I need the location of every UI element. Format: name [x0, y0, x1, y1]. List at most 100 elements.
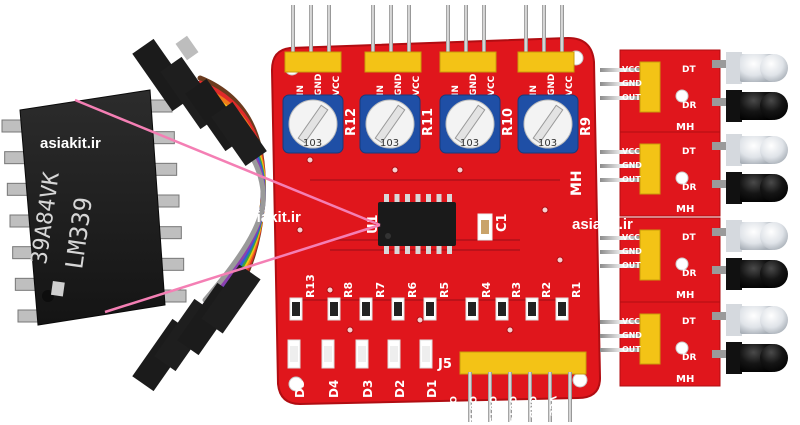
resistor-label: R13 [304, 274, 317, 298]
output-pin-label: VCC [547, 396, 557, 417]
sensor-pin-label: OUT [622, 93, 641, 102]
sensor-pcb [619, 131, 721, 217]
led-label: D5 [293, 380, 307, 398]
header-pin-label: VCC [412, 75, 422, 96]
sensor-pin-label: OUT [622, 175, 641, 184]
receiver-led-dome [760, 174, 788, 202]
sensor-pin [600, 96, 644, 100]
resistor-body [498, 302, 506, 316]
watermark-center: asiakit.ir [240, 209, 301, 226]
led-label: D2 [393, 380, 407, 398]
ic-pin [384, 244, 389, 254]
resistor-body [558, 302, 566, 316]
indicator-led-d3: D3 [355, 339, 375, 398]
pot-slot-icon [374, 104, 406, 144]
sensor-side-label: DT [682, 147, 696, 157]
sensor-pin-label: GND [622, 247, 642, 256]
resistor-r6: R6 [391, 282, 419, 321]
watermark-left: asiakit.ir [40, 135, 101, 152]
sensor-pin [600, 164, 644, 168]
ti-logo-icon [50, 280, 65, 297]
resistor-body [468, 302, 476, 316]
via [391, 166, 399, 174]
ic-pin [384, 194, 389, 204]
header-pin [446, 5, 450, 59]
indicator-led-d2: D2 [387, 339, 407, 398]
via [456, 166, 464, 174]
ic-pin [405, 194, 410, 204]
wire-connector-bottom [132, 264, 261, 392]
receiver-led-dome [760, 260, 788, 288]
resistor-r4: R4 [465, 282, 493, 321]
resistor-r3: R3 [495, 282, 523, 321]
resistor-label: R8 [342, 282, 355, 298]
sensor-mark: MH [676, 374, 694, 385]
header-pin [309, 5, 313, 59]
sensor-pin-label: GND [622, 79, 642, 88]
output-pin-label: GND [527, 396, 537, 418]
header-pin-label: IN [376, 85, 386, 96]
sensor-mount-hole [675, 257, 689, 271]
header-pin [464, 5, 468, 59]
emitter-led-flange [726, 52, 742, 84]
sensor-pin-label: OUT [622, 345, 641, 354]
resistor-r7: R7 [359, 282, 387, 321]
sensor-pin [600, 348, 644, 352]
header-pin [524, 5, 528, 59]
led-body [358, 346, 366, 362]
resistor-label: R4 [480, 282, 493, 298]
header-housing [517, 51, 575, 73]
sensor-pin-label: VCC [622, 233, 640, 242]
led-leads [712, 312, 730, 320]
led-body [390, 346, 398, 362]
header-pin-label: VCC [565, 75, 575, 96]
sensor-pin-label: VCC [622, 147, 640, 156]
chip-pin [161, 257, 185, 271]
header-pin [327, 5, 331, 59]
output-pin [508, 372, 512, 422]
sensor-pin [600, 82, 644, 86]
pot-designator: R9 [579, 117, 594, 136]
receiver-led-flange [726, 172, 742, 204]
indicator-led-d5: D5 [287, 339, 307, 398]
sensor-pcb [619, 301, 721, 387]
sensor-header [639, 313, 661, 365]
led-leads [712, 60, 730, 68]
ic-pin [426, 244, 431, 254]
sensor-pin-label: VCC [622, 317, 640, 326]
led-leads [712, 180, 730, 188]
pot-marking: 103 [460, 138, 479, 149]
output-pin [568, 372, 572, 422]
sensor-header [639, 143, 661, 195]
indicator-led-d1: D1 [419, 339, 439, 398]
header-pin-label: VCC [332, 75, 342, 96]
sensor-side-label: DT [682, 317, 696, 327]
ir-sensor-modules: VCCGNDOUTDTDRMHVCCGNDOUTDTDRMHVCCGNDOUTD… [600, 49, 788, 387]
resistor-body [330, 302, 338, 316]
emitter-led-flange [726, 134, 742, 166]
sensor-pcb [619, 49, 721, 135]
sensor-header [639, 61, 661, 113]
header-pin-label: IN [451, 85, 461, 96]
led-leads [712, 350, 730, 358]
header-pin [542, 5, 546, 59]
sensor-side-label: DR [682, 101, 696, 111]
header-pin [291, 5, 295, 59]
pot-slot-icon [454, 104, 486, 144]
emitter-led-dome [760, 136, 788, 164]
sensor-mount-hole [675, 171, 689, 185]
sensor-pin [600, 264, 644, 268]
header-pin-label: GND [314, 74, 324, 96]
output-header-label: J5 [437, 357, 452, 372]
output-pin [548, 372, 552, 422]
ic-pin [426, 194, 431, 204]
capacitor-label: C1 [495, 213, 510, 232]
via [326, 286, 334, 294]
header-pin [482, 5, 486, 59]
sensor-pin [600, 178, 644, 182]
